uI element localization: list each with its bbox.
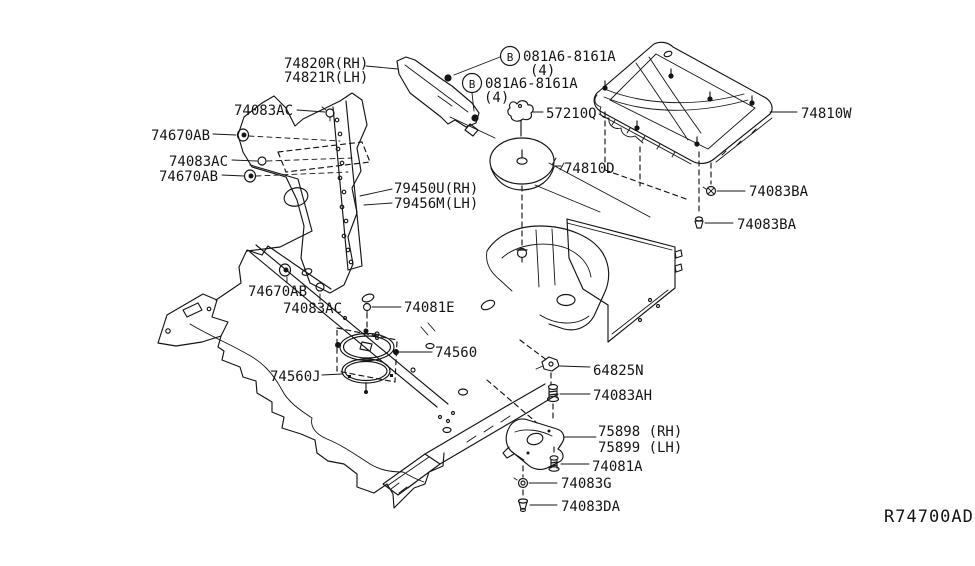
- pin-74083da-icon: [517, 498, 558, 513]
- clip-74083ac-top-icon: [296, 106, 335, 122]
- clip-57210q-icon: [507, 100, 544, 137]
- label-74083ba-1: 74083BA: [749, 184, 809, 200]
- quarter-panel: [566, 218, 683, 343]
- bolt-64825n-icon: [535, 356, 591, 372]
- wheel-house: [486, 225, 610, 331]
- label-57210q: 57210Q: [546, 106, 597, 122]
- bolt-callout-b2: [461, 72, 483, 112]
- bracket-75898: [502, 418, 597, 470]
- part-labels: 74820R(RH) 74821R(LH) B 081A6-8161A (4) …: [151, 49, 974, 527]
- pin-74083ba-2-icon: [694, 216, 704, 229]
- bolt-74083ah-icon: [546, 383, 591, 403]
- label-79450u-rh: 79450U(RH): [394, 181, 478, 197]
- clip-icon: [516, 247, 528, 263]
- label-74810w: 74810W: [801, 106, 852, 122]
- label-74083da: 74083DA: [561, 499, 621, 515]
- label-74083ah: 74083AH: [593, 388, 652, 404]
- bolt-74081a-icon: [548, 455, 590, 472]
- sill-member: [382, 383, 559, 496]
- label-74081a: 74081A: [592, 459, 643, 475]
- trunk-brace-74820r: [396, 56, 651, 218]
- clip-74083ac-3-icon: [315, 282, 325, 302]
- nut-74083g-icon: [513, 477, 558, 489]
- brace-bolt-icon: [444, 74, 452, 82]
- clip-74083ac-2-icon: [231, 156, 353, 166]
- label-75898-rh: 75898 (RH): [598, 424, 682, 440]
- bolt-74081e-icon: [362, 302, 402, 315]
- label-b2-qty: (4): [484, 90, 509, 106]
- label-64825n: 64825N: [593, 363, 644, 379]
- label-74821r-lh: 74821R(LH): [284, 70, 368, 86]
- b-badge-icon: B: [507, 51, 514, 64]
- spare-cover-74810d: [489, 137, 562, 263]
- label-74081e: 74081E: [404, 300, 455, 316]
- clip-74083ba-1-icon: [702, 185, 717, 197]
- label-79456m-lh: 79456M(LH): [394, 196, 478, 212]
- label-74083ac-top: 74083AC: [234, 103, 293, 119]
- label-74083ac-2: 74083AC: [169, 154, 228, 170]
- label-74670ab-3: 74670AB: [248, 284, 307, 300]
- access-cover-74560: [321, 312, 433, 394]
- label-74670ab-1: 74670AB: [151, 128, 210, 144]
- trunk-cover-74810w: [593, 41, 798, 229]
- label-74670ab-2: 74670AB: [159, 169, 218, 185]
- label-74083ba-2: 74083BA: [737, 217, 797, 233]
- floor-pan: [189, 244, 496, 509]
- label-74083g: 74083G: [561, 476, 612, 492]
- label-b2-code: 081A6-8161A: [485, 76, 578, 92]
- label-74810d: 74810D: [564, 161, 615, 177]
- label-74820r-rh: 74820R(RH): [284, 56, 368, 72]
- diagram-ref-code: R74700AD: [884, 507, 974, 527]
- label-75899-lh: 75899 (LH): [598, 440, 682, 456]
- parcel-shelf-panel: [237, 92, 371, 294]
- label-b1-code: 081A6-8161A: [523, 49, 616, 65]
- label-74083ac-3: 74083AC: [283, 301, 342, 317]
- cover-clip-icons: [602, 68, 755, 147]
- left-rail: [157, 293, 229, 347]
- brace-bolt-icon: [471, 114, 479, 122]
- label-b1-qty: (4): [530, 63, 555, 79]
- grommet-74670ab-1-icon: [212, 128, 341, 142]
- grommet-74670ab-3-icon: [278, 263, 292, 284]
- bolt-callout-b1: [453, 45, 521, 76]
- b-badge-icon: B: [469, 78, 476, 91]
- grommet-74670ab-2-icon: [221, 169, 349, 183]
- label-74560j: 74560J: [270, 369, 321, 385]
- label-74560: 74560: [435, 345, 477, 361]
